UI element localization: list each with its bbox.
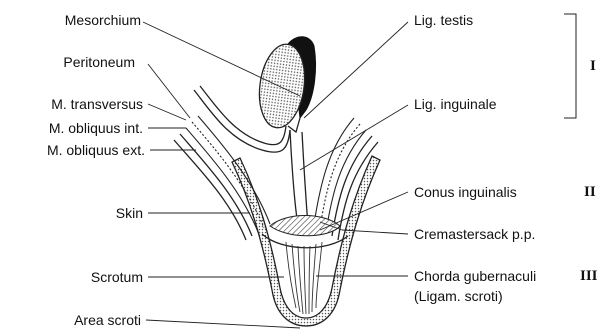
label-mesorchium: Mesorchium [65, 12, 141, 28]
label-peritoneum: Peritoneum [63, 54, 135, 70]
scrotum-wall [232, 156, 380, 326]
stage-marker-3: III [580, 268, 598, 284]
chorda-gubernaculi [286, 242, 322, 314]
stage-bracket [564, 14, 576, 118]
label-cremastersack: Cremastersack p.p. [414, 226, 535, 242]
stage-marker-1: I [590, 58, 596, 74]
stage-marker-2: II [584, 184, 596, 200]
label-lig-testis: Lig. testis [414, 12, 473, 28]
label-skin: Skin [116, 205, 143, 221]
label-m-obliquus-int: M. obliquus int. [49, 120, 143, 136]
label-m-obliquus-ext: M. obliquus ext. [47, 142, 145, 158]
label-lig-inguinale: Lig. inguinale [414, 96, 497, 112]
label-chorda-gubernaculi: Chorda gubernaculi [414, 268, 536, 284]
label-scrotum: Scrotum [91, 269, 143, 285]
label-m-transversus: M. transversus [51, 96, 143, 112]
label-conus-inguinalis: Conus inguinalis [414, 184, 517, 200]
label-ligam-scroti: (Ligam. scroti) [414, 288, 503, 304]
label-area-scroti: Area scroti [74, 312, 141, 328]
